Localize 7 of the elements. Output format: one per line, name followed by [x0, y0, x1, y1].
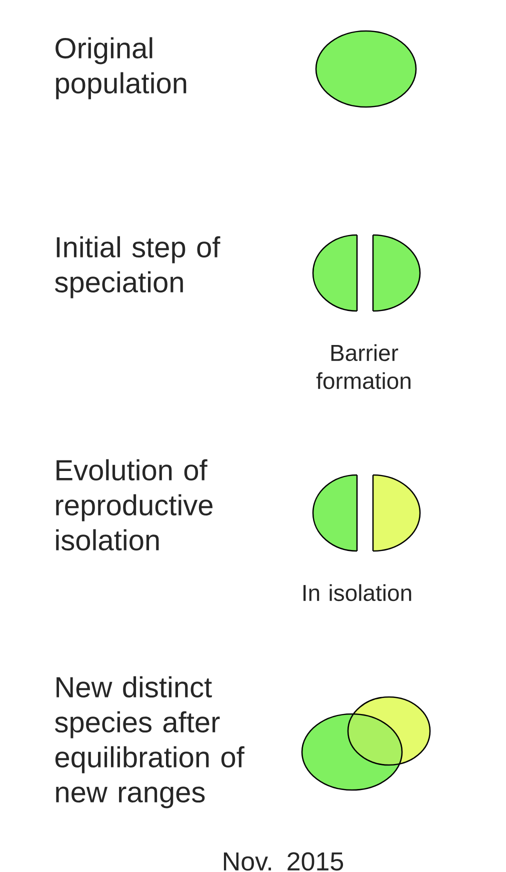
stage-label: Evolution of reproductive isolation — [56, 459, 212, 550]
stage-label: Initial step of speciation — [55, 236, 220, 298]
source-note: Nov. 2015 — [224, 852, 344, 871]
stage-label: Original population — [56, 37, 186, 100]
caption-label: Barrier formation — [316, 344, 410, 390]
caption-label: In isolation — [304, 584, 412, 602]
stage-label: New distinct species after equilibration of new ranges — [55, 676, 244, 808]
